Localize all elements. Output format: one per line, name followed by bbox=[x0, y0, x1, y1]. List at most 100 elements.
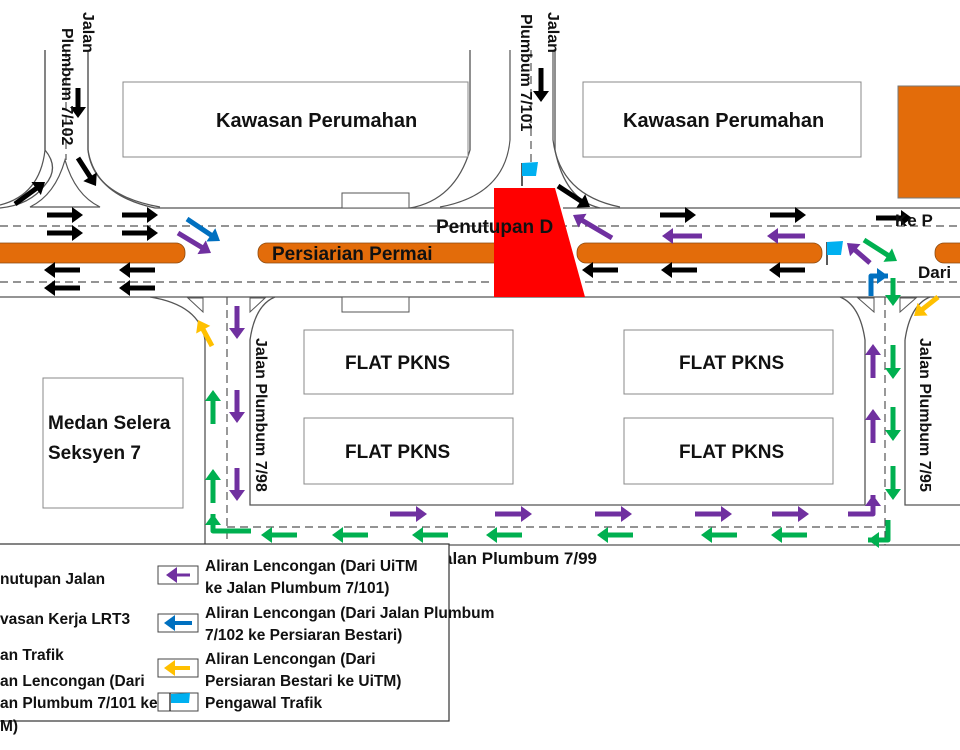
green-arrow-west-icon bbox=[261, 527, 297, 543]
legend-arrows bbox=[164, 567, 192, 676]
purple-arrow-northwest-icon bbox=[847, 243, 872, 265]
green-arrow-south-icon bbox=[885, 407, 901, 441]
closure-label: Penutupan D bbox=[436, 217, 553, 238]
ke-p-label: Ke P bbox=[895, 211, 933, 230]
green-arrow-turn-west-icon bbox=[868, 532, 888, 548]
blue-arrow-southeast-icon bbox=[185, 216, 220, 242]
green-arrow-west-icon bbox=[597, 527, 633, 543]
black-arrow-west-icon bbox=[119, 262, 155, 278]
branch-7-101 bbox=[439, 50, 621, 208]
green-arrow-turn-north-icon bbox=[205, 514, 221, 531]
medan-selera-box bbox=[42, 377, 184, 509]
purple-arrow-east-icon bbox=[772, 506, 809, 522]
legend-left-5: an Plumbum 7/101 ke bbox=[0, 695, 158, 712]
black-arrow-east-icon bbox=[876, 210, 912, 226]
bus-stop-top bbox=[341, 192, 410, 209]
green-arrow-north-icon bbox=[205, 390, 221, 424]
legend-left-4: an Lencongan (Dari bbox=[0, 673, 145, 690]
green-arrow-west-icon bbox=[701, 527, 737, 543]
green-arrow-southeast-icon bbox=[862, 237, 897, 262]
legend-yellow-line-1: Aliran Lencongan (Dari bbox=[205, 651, 376, 668]
black-arrow-northeast-icon bbox=[13, 182, 45, 207]
green-arrow-south-icon bbox=[885, 345, 901, 379]
jp7-101-label-1: Jalan bbox=[544, 12, 561, 53]
purple-arrow-east-icon bbox=[695, 506, 732, 522]
legend-purple-line-1: Aliran Lencongan (Dari UiTM bbox=[205, 558, 418, 575]
purple-arrow-east-icon bbox=[495, 506, 532, 522]
purple-arrow-east-icon bbox=[595, 506, 632, 522]
yellow-arrow-northwest-icon bbox=[196, 320, 215, 348]
purple-arrow-icon bbox=[166, 567, 190, 583]
flag-icon bbox=[169, 693, 190, 711]
black-arrow-east-icon bbox=[47, 207, 83, 223]
legend-left-2: vasan Kerja LRT3 bbox=[0, 611, 131, 628]
green-arrow-west-icon bbox=[332, 527, 368, 543]
purple-arrow-north-icon bbox=[865, 344, 881, 378]
traffic-islands bbox=[186, 297, 918, 314]
legend-purple-line-2: ke Jalan Plumbum 7/101) bbox=[205, 580, 390, 597]
purple-arrow-east-icon bbox=[390, 506, 427, 522]
flag-icon bbox=[521, 162, 538, 186]
jp7-102-label-2: Plumbum 7/102 bbox=[58, 28, 75, 145]
green-arrow-west-icon bbox=[486, 527, 522, 543]
black-arrow-east-icon bbox=[660, 207, 696, 223]
legend-yellow-line-2: Persiaran Bestari ke UiTM) bbox=[205, 673, 402, 690]
green-arrow-west-icon bbox=[771, 527, 807, 543]
flat-1-box bbox=[303, 329, 514, 395]
legend-flag-line-1: Pengawal Trafik bbox=[205, 695, 323, 712]
black-arrow-south-icon bbox=[70, 88, 86, 118]
jp7-95-label: Jalan Plumbum 7/95 bbox=[916, 338, 933, 492]
green-arrow-south-icon bbox=[885, 278, 901, 306]
purple-arrow-southeast-icon bbox=[176, 230, 211, 255]
legend-left-1: nutupan Jalan bbox=[0, 571, 106, 588]
purple-arrow-north-icon bbox=[865, 409, 881, 443]
flat-1-label: FLAT PKNS bbox=[345, 353, 450, 374]
median-left bbox=[0, 242, 186, 264]
median-right bbox=[576, 242, 823, 264]
black-arrow-west-icon bbox=[119, 280, 155, 296]
green-arrow-north-icon bbox=[205, 469, 221, 503]
legend-blue-line-2: 7/102 ke Persiaran Bestari) bbox=[205, 627, 403, 644]
flat-4-box bbox=[623, 417, 834, 485]
yellow-arrow-southwest-icon bbox=[914, 295, 940, 316]
green-arrow-west-icon bbox=[412, 527, 448, 543]
flag-icon bbox=[826, 241, 843, 265]
legend-left-6: M) bbox=[0, 718, 19, 735]
dari-label: Dari bbox=[918, 263, 951, 282]
black-arrow-east-icon bbox=[47, 225, 83, 241]
jp7-102-label-1: Jalan bbox=[79, 12, 96, 53]
black-arrow-west-icon bbox=[661, 262, 697, 278]
bus-stop-bottom bbox=[341, 296, 410, 313]
legend-box bbox=[0, 543, 450, 722]
lane-dashes bbox=[0, 50, 960, 545]
medan-selera-label-1: Medan Selera bbox=[48, 413, 171, 434]
purple-arrow-west-icon bbox=[767, 228, 805, 244]
medians bbox=[0, 242, 960, 264]
jp7-99-label: Jalan Plumbum 7/99 bbox=[434, 549, 597, 568]
black-arrow-south-icon bbox=[533, 68, 549, 102]
black-arrow-east-icon bbox=[122, 225, 158, 241]
black-arrow-east-icon bbox=[770, 207, 806, 223]
black-arrow-west-icon bbox=[582, 262, 618, 278]
black-arrow-southeast-icon bbox=[75, 156, 97, 186]
perumahan-1-label: Kawasan Perumahan bbox=[216, 110, 417, 132]
purple-arrow-south-icon bbox=[229, 390, 245, 423]
black-arrow-southeast-icon bbox=[556, 183, 590, 208]
road-closure-block bbox=[494, 188, 585, 297]
black-arrow-west-icon bbox=[44, 280, 80, 296]
medan-selera-label-2: Seksyen 7 bbox=[48, 443, 141, 464]
perumahan-2-label: Kawasan Perumahan bbox=[623, 110, 824, 132]
purple-arrow-northwest-icon bbox=[573, 213, 614, 241]
purple-arrow-south-icon bbox=[229, 468, 245, 501]
black-arrow-west-icon bbox=[44, 262, 80, 278]
legend-left-3: an Trafik bbox=[0, 647, 64, 664]
blue-arrow-icon bbox=[164, 615, 192, 631]
jp7-101-label-2: Plumbum 7/101 bbox=[517, 14, 534, 131]
traffic-arrows bbox=[13, 68, 940, 548]
flat-4-label: FLAT PKNS bbox=[679, 442, 784, 463]
black-arrow-west-icon bbox=[769, 262, 805, 278]
orange-building bbox=[897, 85, 960, 199]
flat-3-label: FLAT PKNS bbox=[679, 353, 784, 374]
flat-2-box bbox=[303, 417, 514, 485]
